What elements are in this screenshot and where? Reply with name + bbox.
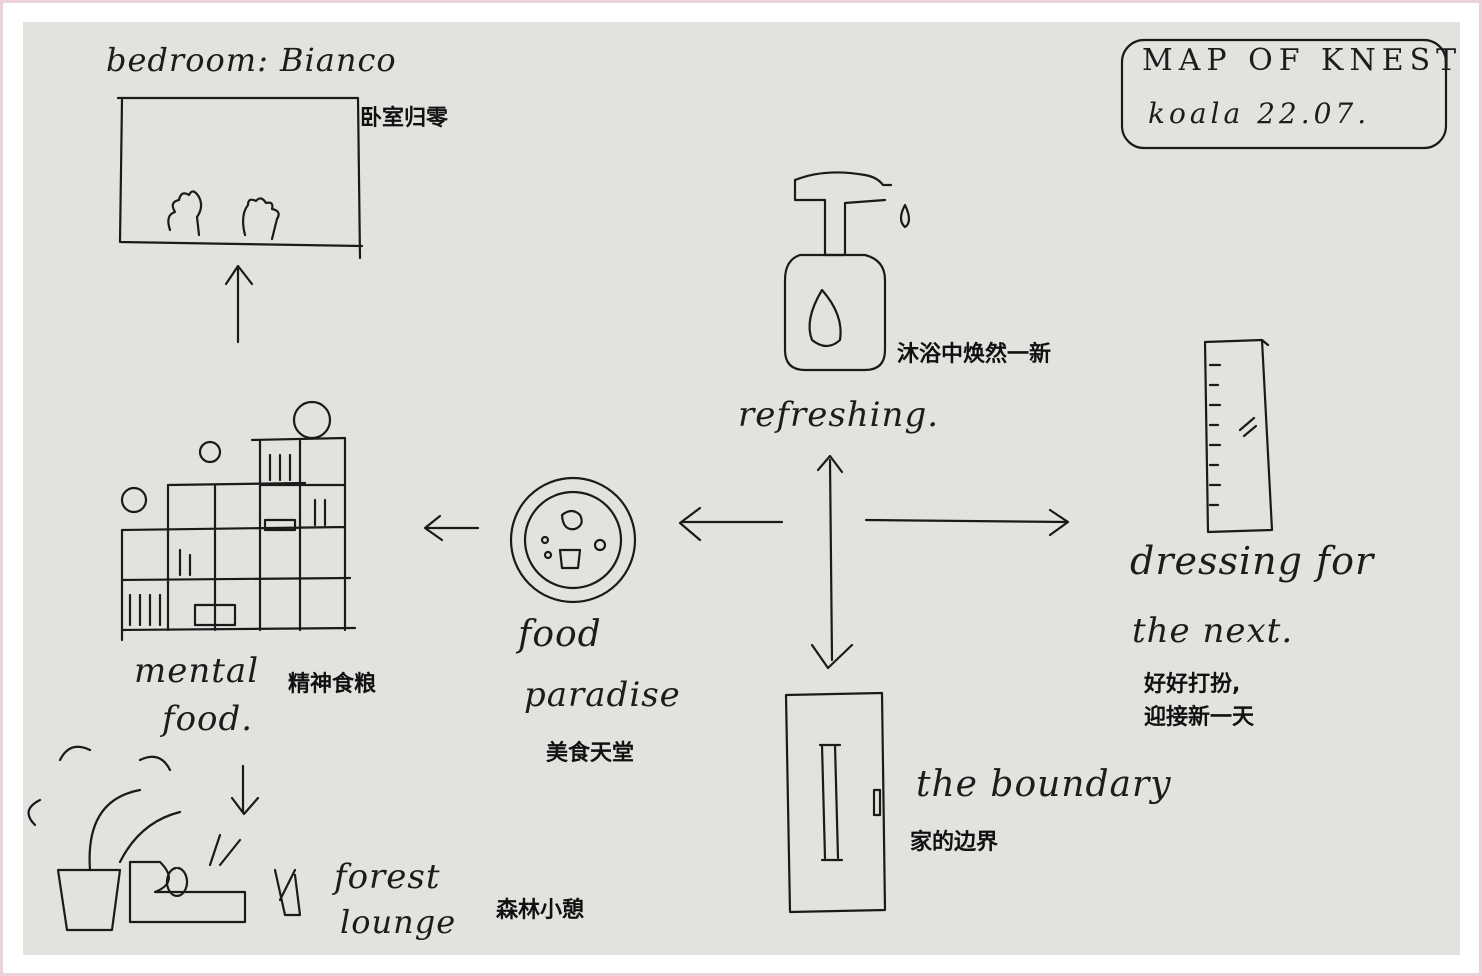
- books-label-zh: 精神食粮: [288, 672, 377, 697]
- books-label-2: food.: [162, 699, 254, 739]
- bedroom-label: bedroom: Bianco: [106, 41, 397, 79]
- dressing-label-zh-1: 好好打扮,: [1144, 672, 1241, 697]
- door-label: the boundary: [916, 764, 1172, 805]
- door-label-zh: 家的边界: [910, 830, 999, 855]
- title-line-2: koala 22.07.: [1148, 97, 1371, 130]
- food-label-zh: 美食天堂: [546, 741, 635, 766]
- food-label-1: food: [518, 614, 602, 655]
- arrow-left-food: [678, 506, 784, 542]
- mirror-icon: [1203, 338, 1274, 534]
- bath-label-zh: 沐浴中焕然一新: [897, 342, 1052, 367]
- plate-icon: [509, 476, 637, 604]
- dressing-label-2: the next.: [1132, 611, 1294, 651]
- plants-icon: [27, 745, 302, 932]
- bath-label: refreshing.: [738, 395, 940, 435]
- bedroom-label-zh: 卧室归零: [360, 106, 449, 131]
- forest-label-2: lounge: [340, 903, 457, 941]
- title-line-1: MAP OF KNEST: [1142, 43, 1463, 78]
- sketch-paper: [23, 22, 1460, 955]
- forest-label-1: forest: [334, 857, 441, 897]
- forest-label-zh: 森林小憩: [496, 898, 585, 923]
- arrow-up-bedroom: [224, 264, 254, 344]
- arrow-vertical: [810, 454, 854, 670]
- arrow-down-forest: [230, 764, 260, 816]
- arrow-left-books: [423, 514, 480, 542]
- food-label-2: paradise: [524, 675, 681, 715]
- soap-bottle-icon: [783, 171, 911, 372]
- door-icon: [784, 691, 887, 914]
- dressing-label-1: dressing for: [1130, 539, 1375, 583]
- arrow-right: [864, 508, 1070, 537]
- title-box: [1120, 38, 1448, 150]
- books-label-1: mental: [134, 651, 260, 691]
- bookshelf-icon: [120, 400, 357, 642]
- dressing-label-zh-2: 迎接新一天: [1144, 705, 1255, 730]
- bed-icon: [116, 96, 364, 260]
